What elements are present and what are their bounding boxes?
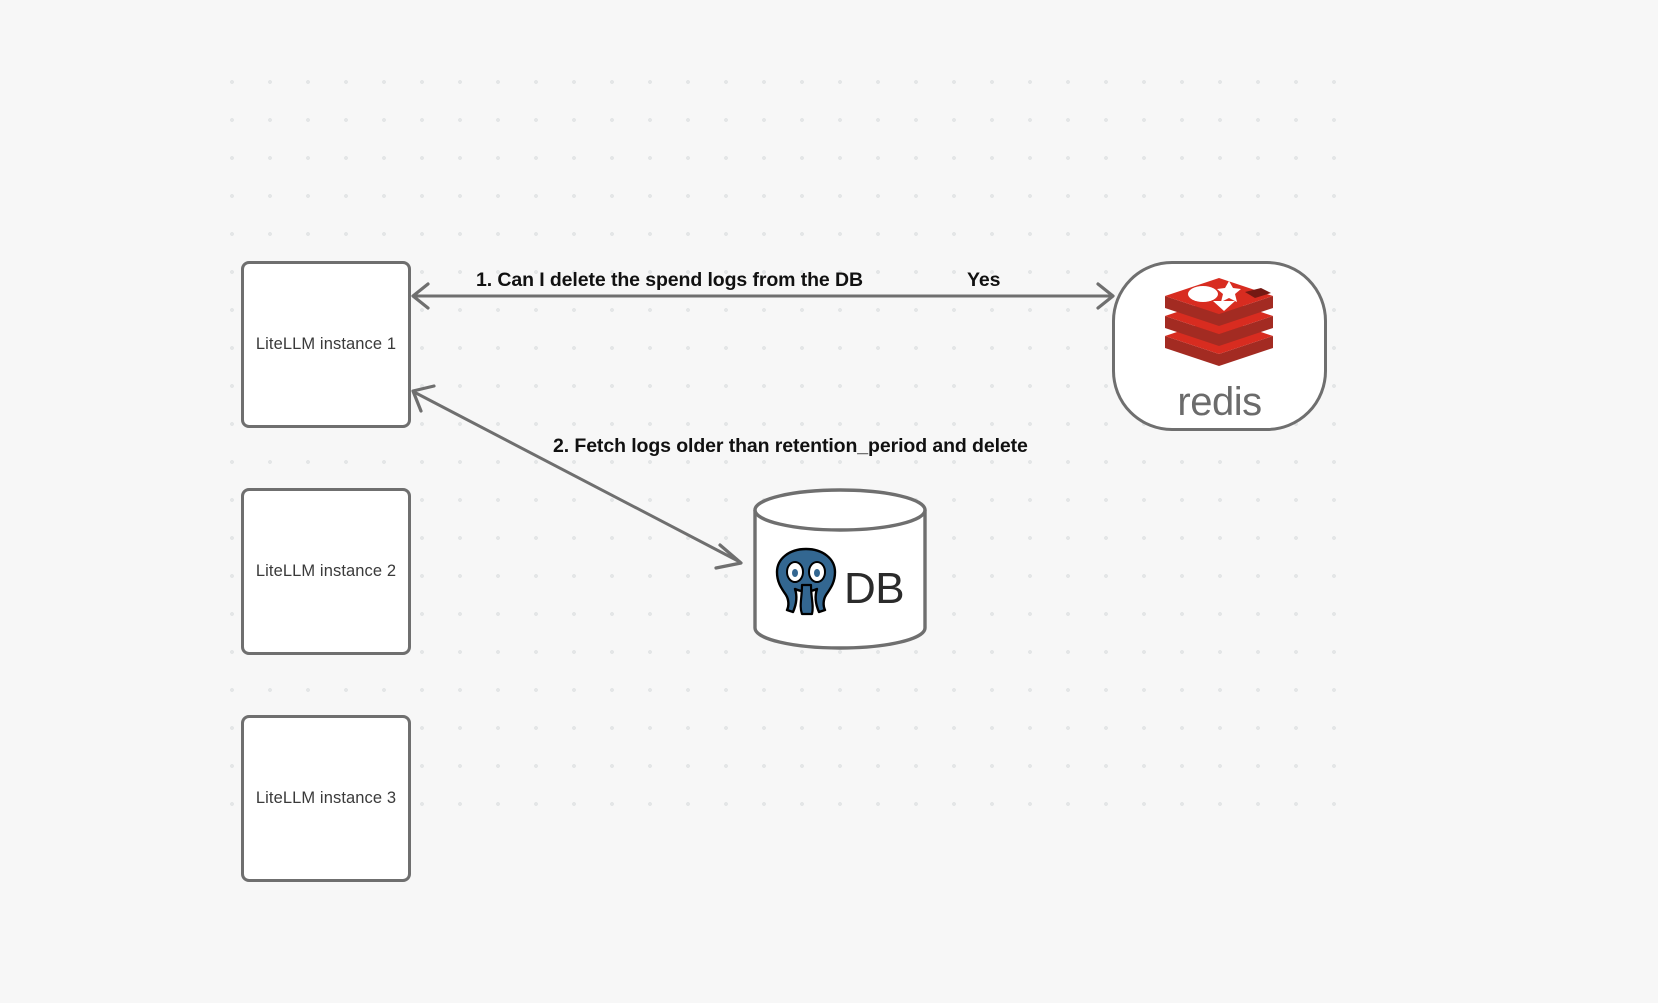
node-litellm-instance-1[interactable]: LiteLLM instance 1 (241, 261, 411, 428)
redis-logo-icon (1165, 278, 1273, 366)
redis-wordmark: redis (1177, 380, 1262, 424)
node-redis[interactable]: redis (1112, 261, 1327, 431)
database-label: DB (844, 564, 905, 613)
node-database[interactable]: DB (752, 488, 928, 655)
node-litellm-instance-3[interactable]: LiteLLM instance 3 (241, 715, 411, 882)
cylinder-shape (753, 488, 927, 650)
edge-litellm1-db (411, 384, 743, 570)
edge-label-1: 1. Can I delete the spend logs from the … (476, 269, 863, 291)
node-label-litellm-3: LiteLLM instance 3 (255, 789, 397, 807)
edge-label-yes: Yes (967, 269, 1001, 291)
node-label-litellm-1: LiteLLM instance 1 (255, 335, 397, 353)
node-label-litellm-2: LiteLLM instance 2 (255, 562, 397, 580)
node-litellm-instance-2[interactable]: LiteLLM instance 2 (241, 488, 411, 655)
postgresql-elephant-icon (772, 544, 840, 616)
edge-label-2: 2. Fetch logs older than retention_perio… (553, 435, 1028, 457)
